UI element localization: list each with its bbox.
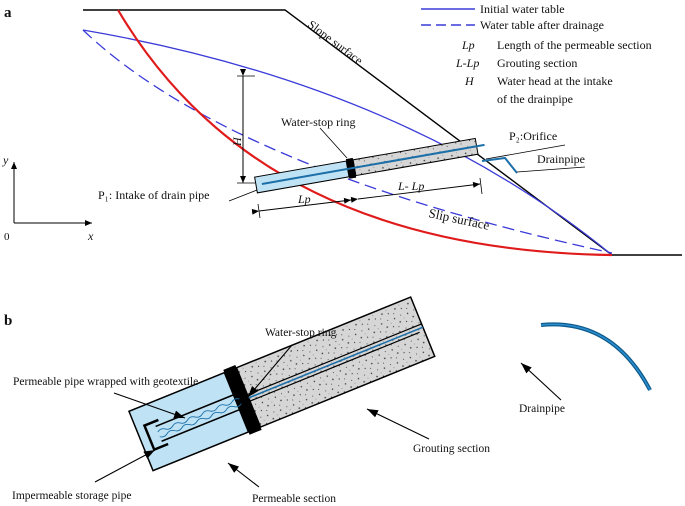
- permeable-pipe-arrow: [113, 392, 186, 419]
- initial-water-table: [82, 29, 613, 256]
- slip-surface-label: Slip surface: [427, 205, 491, 233]
- legend-symbol-lp: Lp: [461, 38, 475, 52]
- panel-a: a Slope surface Slip surface H Water-sto…: [2, 2, 682, 257]
- legend-text-grouting: Grouting section: [497, 56, 577, 70]
- inner-pipe-b-water: [248, 326, 424, 399]
- permeable-pipe-bottom: [161, 408, 240, 443]
- l-minus-lp-label: L- Lp: [397, 179, 424, 193]
- inner-pipe-a: [261, 143, 485, 185]
- orifice-label: P₂:Orifice: [509, 129, 557, 143]
- drainpipe-arrow-b: [520, 362, 562, 401]
- drained-water-table: [82, 29, 613, 254]
- storage-pipe-arrow: [94, 449, 156, 483]
- legend-text-initial: Initial water table: [480, 2, 565, 16]
- water-stop-label-b: Water-stop ring: [265, 327, 337, 339]
- storage-pipe-b: [142, 418, 169, 452]
- water-stop-arrow-b: [247, 344, 293, 398]
- legend-text-head: Water head at the intake: [497, 74, 613, 88]
- y-axis-label: y: [2, 153, 9, 167]
- panel-a-label: a: [4, 5, 12, 21]
- permeable-pipe-label: Permeable pipe wrapped with geotextile: [13, 376, 198, 388]
- drainpipe-b-highlight: [540, 323, 651, 391]
- drain-pipe-a: [254, 137, 485, 194]
- legend-text-drained: Water table after drainage: [480, 18, 604, 32]
- geotextile-wave-bottom: [159, 403, 242, 438]
- lp-left-tick: [257, 203, 261, 219]
- x-axis-label: x: [87, 229, 94, 243]
- geotextile-wave-top: [157, 398, 240, 433]
- l-minus-lp-right-tick: [479, 177, 483, 195]
- storage-pipe-label: Impermeable storage pipe: [12, 490, 131, 502]
- slip-surface-curve: [117, 9, 613, 257]
- orifice-leader: [485, 144, 566, 160]
- legend: Initial water table Water table after dr…: [421, 2, 652, 106]
- legend-symbol-l-lp: L-Lp: [455, 56, 479, 70]
- intake-label: P₁: Intake of drain pipe: [98, 188, 210, 202]
- water-stop-ring-b: [223, 364, 262, 435]
- water-stop-label-a: Water-stop ring: [281, 115, 355, 129]
- l-minus-lp-dimension-line: [350, 181, 481, 203]
- permeable-pipe-top: [155, 394, 234, 428]
- lp-dimension-line: [251, 197, 352, 215]
- drainpipe-leader-a: [516, 166, 586, 173]
- panel-b-label: b: [4, 313, 12, 329]
- slope-outline: [83, 9, 682, 256]
- drainpipe-outlet-a: [481, 156, 518, 174]
- permeable-section-arrow: [227, 462, 260, 488]
- drain-pipe-b: [127, 296, 436, 472]
- inner-pipe-b-top: [247, 323, 422, 396]
- intake-leader: [228, 189, 258, 202]
- lp-dimension-label: Lp: [297, 192, 311, 206]
- panel-b: b Water-stop ring Permeable pipe wrapped…: [4, 296, 652, 505]
- grouting-arrow-b: [366, 408, 430, 440]
- drainpipe-label-a: Drainpipe: [537, 152, 585, 166]
- drainpipe-b: [540, 322, 652, 391]
- origin-label: 0: [4, 231, 10, 243]
- drainpipe-label-b: Drainpipe: [519, 403, 565, 415]
- legend-text-lp: Length of the permeable section: [497, 38, 652, 52]
- permeable-section-label-b: Permeable section: [252, 493, 336, 505]
- grouting-section-label-b: Grouting section: [413, 443, 490, 455]
- h-label: H: [230, 136, 244, 147]
- water-stop-leader-a: [319, 127, 348, 159]
- inner-pipe-b-bottom: [249, 331, 420, 402]
- slope-surface-label: Slope surface: [305, 17, 365, 67]
- legend-text-head-cont: of the drainpipe: [497, 92, 573, 106]
- legend-symbol-h: H: [464, 74, 475, 88]
